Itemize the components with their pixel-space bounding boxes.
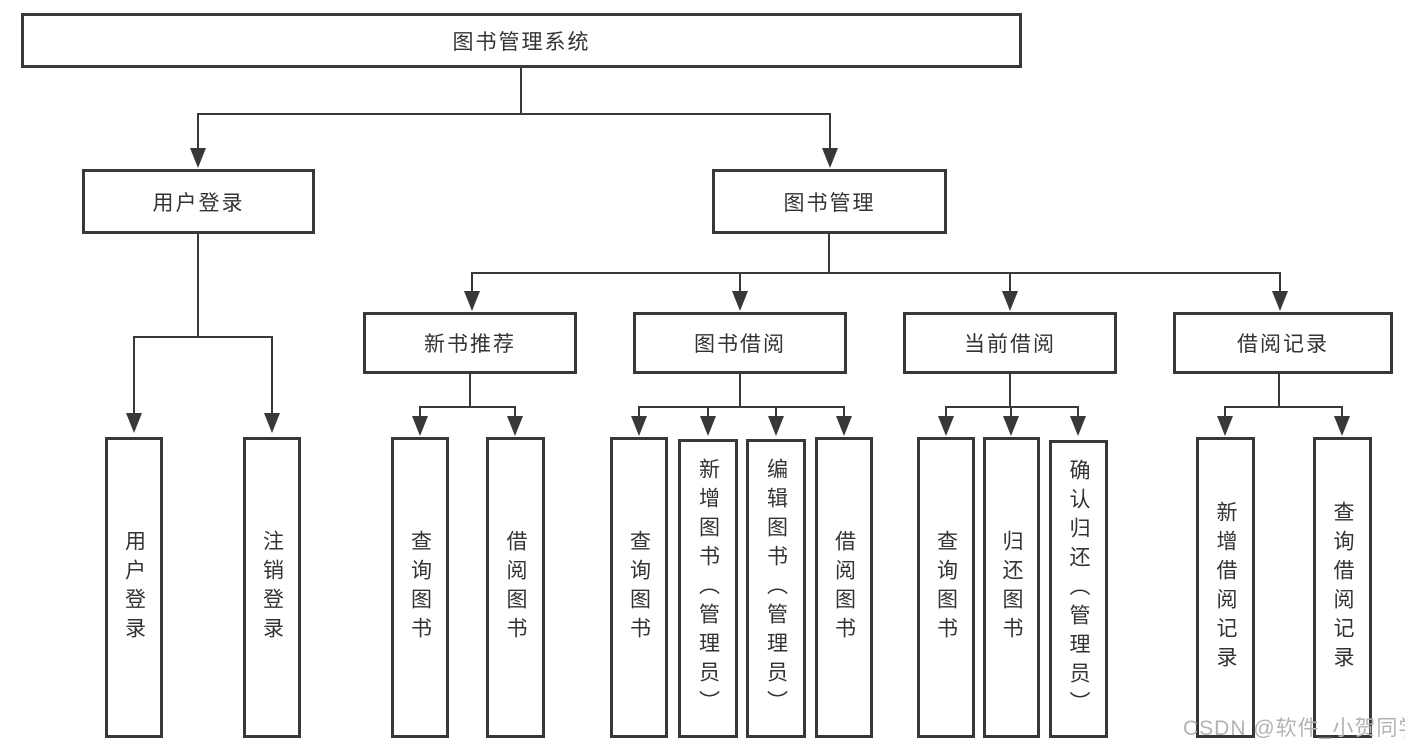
node-book-borrow: 图书借阅 [633, 312, 847, 374]
connector-line [514, 406, 516, 418]
arrow-down-icon [1334, 416, 1350, 436]
connector-line [638, 406, 640, 418]
arrow-down-icon [190, 148, 206, 168]
arrow-down-icon [1272, 291, 1288, 311]
node-new-book-recommend: 新书推荐 [363, 312, 577, 374]
connector-line [1224, 406, 1343, 408]
node-library-management-system: 图书管理系统 [21, 13, 1022, 68]
node-book-management: 图书管理 [712, 169, 947, 234]
connector-line [133, 336, 273, 338]
connector-line [419, 406, 421, 418]
arrow-down-icon [938, 416, 954, 436]
node-br-add-record: 新增借阅记录 [1196, 437, 1255, 738]
connector-line [197, 234, 199, 338]
node-cb-return-books: 归还图书 [983, 437, 1040, 738]
connector-line [469, 374, 471, 408]
node-label: 图书借阅 [694, 333, 786, 356]
node-label: 查询借阅记录 [1331, 500, 1354, 675]
connector-line [1341, 406, 1343, 418]
connector-line [1010, 406, 1012, 418]
node-login-logout: 注销登录 [243, 437, 301, 738]
arrow-down-icon [1002, 291, 1018, 311]
node-cb-query-books: 查询图书 [917, 437, 975, 738]
node-cb-confirm-return-admin: 确认归还（管理员） [1049, 440, 1108, 738]
node-label: 查询图书 [934, 529, 958, 646]
node-nb-borrow-books: 借阅图书 [486, 437, 545, 738]
arrow-down-icon [822, 148, 838, 168]
node-label: 编辑图书（管理员） [764, 458, 788, 719]
node-label: 图书管理 [783, 191, 876, 215]
connector-line [197, 113, 199, 151]
connector-line [638, 406, 845, 408]
arrow-down-icon [836, 416, 852, 436]
arrow-down-icon [732, 291, 748, 311]
node-login-user-login: 用户登录 [105, 437, 163, 738]
node-bb-borrow-books: 借阅图书 [815, 437, 873, 738]
connector-line [133, 336, 135, 414]
connector-line [471, 272, 1280, 274]
connector-line [707, 406, 709, 418]
connector-line [471, 272, 473, 292]
arrow-down-icon [264, 413, 280, 433]
node-label: 新增图书（管理员） [696, 458, 720, 719]
arrow-down-icon [1217, 416, 1233, 436]
connector-line [520, 68, 522, 114]
arrow-down-icon [464, 291, 480, 311]
arrow-down-icon [1070, 416, 1086, 436]
node-user-login: 用户登录 [82, 169, 315, 234]
node-label: 确认归还（管理员） [1067, 458, 1090, 720]
connector-line [197, 113, 831, 115]
node-label: 借阅图书 [832, 529, 856, 646]
node-current-borrow: 当前借阅 [903, 312, 1117, 374]
connector-line [1009, 374, 1011, 408]
arrow-down-icon [768, 416, 784, 436]
connector-line [419, 406, 516, 408]
node-label: 查询图书 [627, 529, 651, 646]
watermark: CSDN @软件_小贺同学 [1183, 717, 1405, 740]
node-bb-edit-books-admin: 编辑图书（管理员） [746, 439, 806, 738]
node-bb-add-books-admin: 新增图书（管理员） [678, 439, 738, 738]
arrow-down-icon [1003, 416, 1019, 436]
arrow-down-icon [631, 416, 647, 436]
arrow-down-icon [700, 416, 716, 436]
connector-line [739, 272, 741, 292]
connector-line [739, 374, 741, 408]
arrow-down-icon [412, 416, 428, 436]
node-br-query-record: 查询借阅记录 [1313, 437, 1372, 738]
connector-line [271, 336, 273, 414]
node-nb-query-books: 查询图书 [391, 437, 449, 738]
node-label: 查询图书 [408, 529, 432, 646]
connector-line [843, 406, 845, 418]
node-label: 用户登录 [122, 529, 146, 646]
node-label: 当前借阅 [964, 333, 1056, 356]
node-label: 图书管理系统 [452, 30, 591, 54]
connector-line [1009, 272, 1011, 292]
arrow-down-icon [507, 416, 523, 436]
node-label: 借阅记录 [1237, 333, 1329, 356]
node-borrow-records: 借阅记录 [1173, 312, 1393, 374]
arrow-down-icon [126, 413, 142, 433]
connector-line [1278, 374, 1280, 408]
connector-line [1077, 406, 1079, 418]
node-label: 归还图书 [1000, 529, 1023, 646]
node-label: 新增借阅记录 [1214, 500, 1237, 675]
node-label: 注销登录 [260, 529, 284, 646]
node-bb-query-books: 查询图书 [610, 437, 668, 738]
connector-line [775, 406, 777, 418]
connector-line [945, 406, 1079, 408]
connector-line [829, 113, 831, 151]
node-label: 借阅图书 [504, 529, 527, 646]
connector-line [1224, 406, 1226, 418]
connector-line [828, 234, 830, 274]
connector-line [945, 406, 947, 418]
connector-line [1279, 272, 1281, 292]
node-label: 用户登录 [152, 191, 245, 215]
node-label: 新书推荐 [424, 333, 516, 356]
